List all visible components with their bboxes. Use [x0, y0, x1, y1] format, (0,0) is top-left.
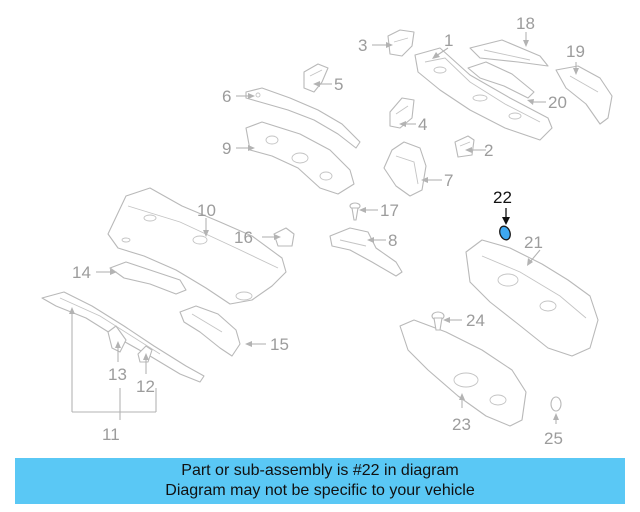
- part-23-lower-insulator[interactable]: [399, 319, 527, 427]
- part-2-bracket[interactable]: [454, 135, 475, 158]
- part-16-bracket[interactable]: [273, 227, 295, 247]
- callout-16: 16: [234, 228, 253, 247]
- callout-7: 7: [444, 171, 453, 190]
- part-13-clip[interactable]: [107, 325, 127, 353]
- callout-22: 22: [493, 188, 512, 207]
- part-12-clip[interactable]: [137, 345, 153, 363]
- part-15-bracket[interactable]: [179, 305, 241, 357]
- part-19-corner-bracket[interactable]: [555, 65, 613, 125]
- part-21-insulator[interactable]: [465, 239, 599, 357]
- part-24-clip[interactable]: [431, 311, 445, 331]
- callout-12: 12: [136, 377, 155, 396]
- part-25-plug[interactable]: [550, 396, 562, 412]
- banner-part-text: Part or sub-assembly is #22 in diagram: [181, 462, 459, 479]
- callout-10: 10: [197, 201, 216, 220]
- part-8-bracket[interactable]: [329, 227, 403, 277]
- part-6-strip[interactable]: [245, 87, 361, 149]
- callout-25: 25: [544, 429, 563, 448]
- callout-15: 15: [270, 335, 289, 354]
- part-10-cross-member[interactable]: [107, 187, 287, 305]
- callout-24: 24: [466, 311, 485, 330]
- callout-11: 11: [102, 425, 120, 444]
- callout-8: 8: [388, 231, 397, 250]
- callout-21: 21: [524, 233, 543, 252]
- callout-9: 9: [222, 139, 231, 158]
- part-20-seal[interactable]: [467, 61, 535, 99]
- banner-disclaimer-text: Diagram may not be specific to your vehi…: [165, 482, 475, 499]
- part-17-bolt[interactable]: [349, 202, 361, 221]
- part-18-upper-panel[interactable]: [469, 39, 549, 67]
- part-22-grommet[interactable]: [498, 225, 512, 242]
- parts-diagram: 1 2 3 4 5 6 7 8 9 10 11 12 13 14 15 16 1…: [41, 14, 613, 448]
- callout-6: 6: [222, 87, 231, 106]
- part-14-strip[interactable]: [109, 261, 187, 295]
- part-3-bracket[interactable]: [387, 29, 415, 57]
- callout-13: 13: [108, 365, 127, 384]
- callout-1: 1: [444, 31, 453, 50]
- part-1-cowl-panel[interactable]: [414, 47, 553, 141]
- callout-5: 5: [334, 75, 343, 94]
- callout-18: 18: [516, 14, 535, 33]
- callout-14: 14: [72, 263, 91, 282]
- callout-3: 3: [358, 36, 367, 55]
- part-9-dash-upper[interactable]: [245, 121, 355, 195]
- callout-20: 20: [548, 93, 567, 112]
- leader-lines: [69, 32, 579, 424]
- callout-labels: 1 2 3 4 5 6 7 8 9 10 11 12 13 14 15 16 1…: [72, 14, 585, 448]
- part-4-bracket[interactable]: [389, 97, 415, 129]
- callout-23: 23: [452, 415, 471, 434]
- callout-19: 19: [566, 42, 585, 61]
- info-banner: Part or sub-assembly is #22 in diagram D…: [15, 458, 625, 504]
- part-5-bracket[interactable]: [303, 63, 329, 93]
- callout-2: 2: [484, 141, 493, 160]
- part-7-reinforcement[interactable]: [383, 141, 427, 197]
- callout-4: 4: [418, 115, 427, 134]
- callout-17: 17: [380, 201, 399, 220]
